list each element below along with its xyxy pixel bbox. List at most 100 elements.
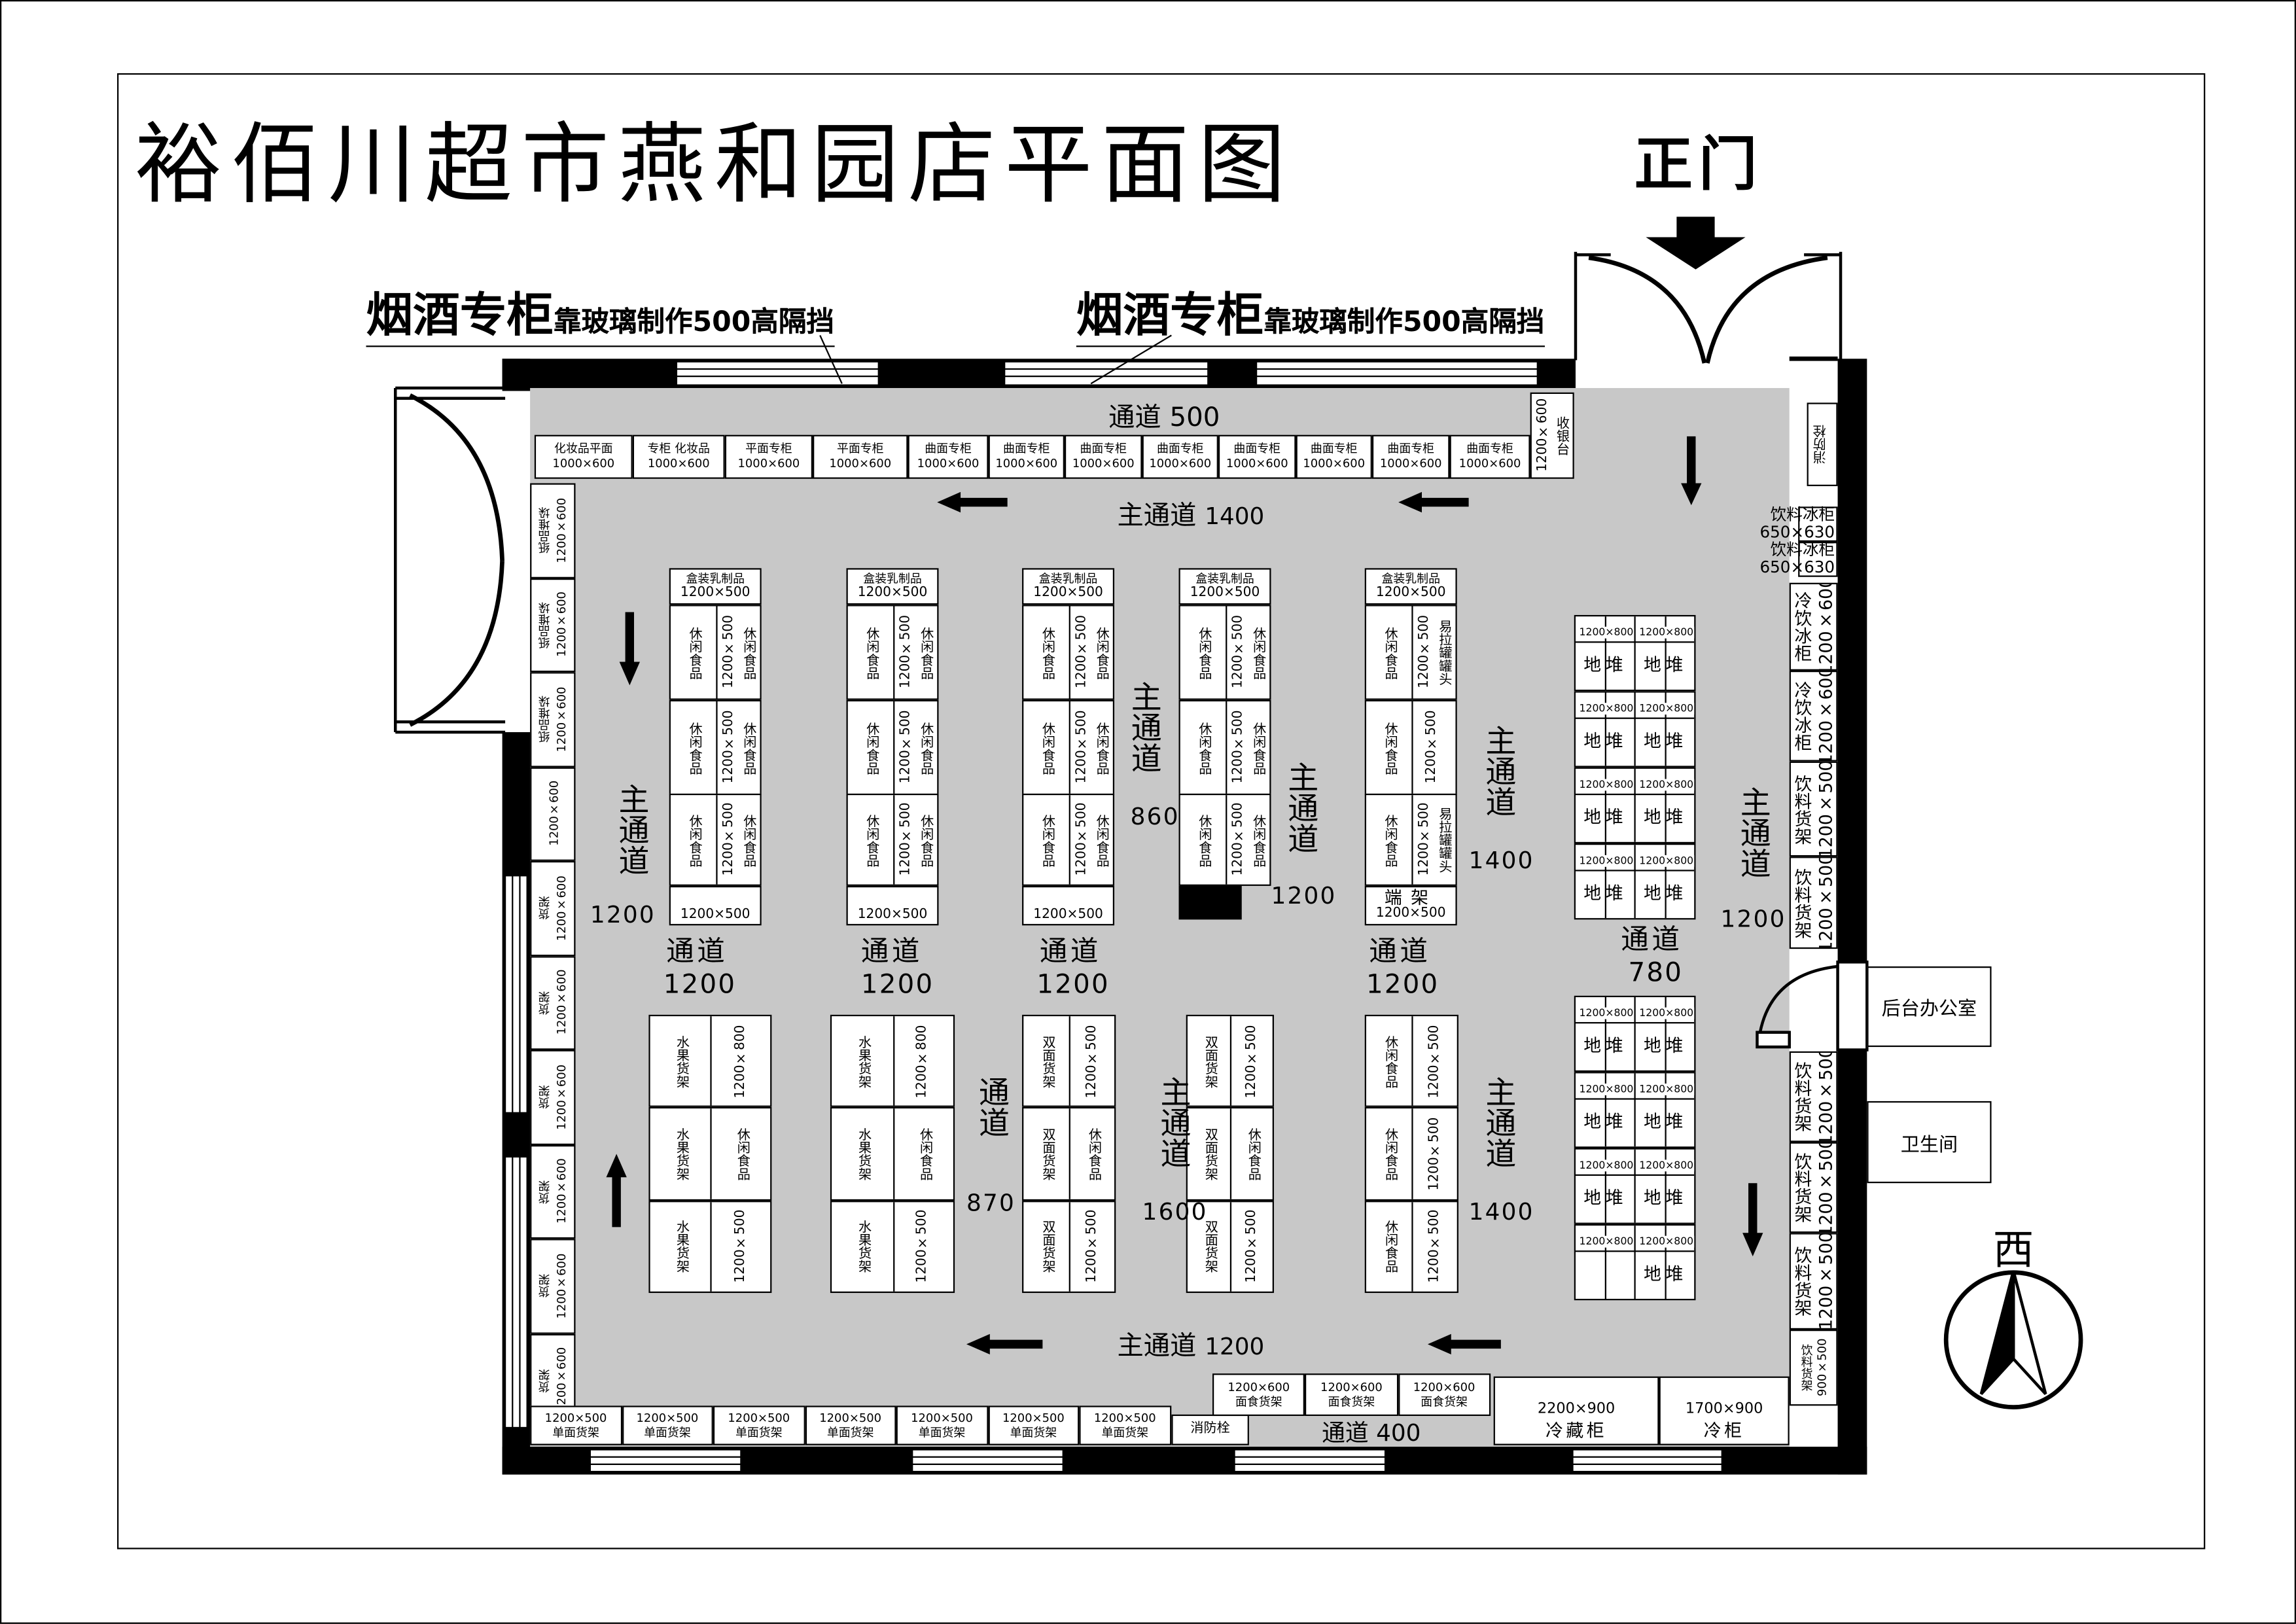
cell-right: 休闲食品 xyxy=(1229,1108,1273,1199)
tobacco-cabinet-name: 烟酒专柜 xyxy=(366,287,554,343)
cell-left-label: 休闲食品 xyxy=(863,626,879,679)
aisle-width: 1400 xyxy=(1468,846,1534,875)
cell-left-label: 休闲食品 xyxy=(1039,721,1054,774)
pile-size: 1200×800 xyxy=(1636,855,1695,867)
fridge-size: 1700×900 xyxy=(1685,1400,1763,1417)
footer-size: 1200×500 xyxy=(680,908,751,923)
cell-right: 1200×500 xyxy=(1069,1016,1114,1106)
pile-divider xyxy=(1665,845,1667,919)
cell-left-label: 休闲食品 xyxy=(1039,626,1054,679)
footer-size: 1200×500 xyxy=(1375,906,1446,921)
shelf-size: 1200×600 xyxy=(554,1347,568,1413)
shelf-name: 货架 xyxy=(537,991,550,1015)
cell-left-label: 双面货架 xyxy=(1039,1220,1055,1273)
cell-dim: 1200×500 xyxy=(1231,803,1246,877)
header-name: 盒装乳制品 xyxy=(1195,571,1254,586)
bottom-aisle: 通道 400 xyxy=(1248,1416,1494,1447)
arrow-up-icon xyxy=(606,1154,627,1227)
shelf-name: 单面货架 xyxy=(918,1425,966,1439)
cell-right: 1200×500 xyxy=(710,1201,770,1292)
counter-name: 曲面专柜 xyxy=(1310,442,1358,455)
pile-size: 1200×800 xyxy=(1577,1007,1636,1019)
shelf-name: 纸品堆垛 xyxy=(537,696,550,743)
cell-left-label: 休闲食品 xyxy=(1382,1220,1397,1273)
cell-left: 休闲食品 xyxy=(1180,606,1225,698)
cell-right-label: 易拉罐罐头 xyxy=(1436,807,1451,873)
cell-right-label: 休闲食品 xyxy=(740,626,756,679)
cell-dim: 1200×500 xyxy=(898,803,913,877)
cell-left-label: 水果货架 xyxy=(673,1034,688,1087)
shelf-size: 1200×600 xyxy=(554,592,568,658)
cell-dim: 1200×500 xyxy=(1417,803,1432,877)
cell-right-label: 休闲食品 xyxy=(740,721,756,774)
pile-label: 地堆 xyxy=(1644,1263,1688,1284)
counter-name: 曲面专柜 xyxy=(1466,442,1513,455)
shelf-name: 面食货架 xyxy=(1328,1394,1375,1408)
pile-size: 1200×800 xyxy=(1577,1159,1636,1172)
gondola-cell: 双面货架休闲食品 xyxy=(1022,1107,1116,1201)
aisle-width: 1400 xyxy=(1205,502,1265,531)
cell-right-label: 1200×500 xyxy=(1244,1209,1259,1284)
unit-name: 饮料货架 xyxy=(1800,1344,1814,1392)
cell-left: 休闲食品 xyxy=(1366,606,1411,698)
cell-left: 休闲食品 xyxy=(1180,795,1225,885)
aisle-width: 1200 xyxy=(860,969,934,1000)
counter-name: 曲面专柜 xyxy=(1233,442,1281,455)
arrow-left-icon xyxy=(966,1333,1043,1355)
gondola-footer: 1200×500 xyxy=(1022,885,1115,926)
cell-right: 1200×500 休闲食品 xyxy=(892,795,937,885)
shelf-name: 面食货架 xyxy=(1421,1394,1468,1408)
pile-size: 1200×800 xyxy=(1636,1159,1695,1172)
cell-left: 休闲食品 xyxy=(671,606,715,698)
aisle-name: 主通道 xyxy=(1127,680,1163,773)
tobacco-cabinet-note: 靠玻璃制作500高隔挡 xyxy=(1263,306,1545,338)
shelf-name: 面食货架 xyxy=(1235,1394,1282,1408)
pile-size: 1200×800 xyxy=(1636,1084,1695,1095)
cell-dim: 1200×500 xyxy=(1231,711,1246,785)
aisle-name: 主通道 xyxy=(1117,1331,1197,1362)
pile-size: 1200×800 xyxy=(1577,1235,1636,1248)
cell-left: 水果货架 xyxy=(832,1201,892,1291)
cell-left-label: 休闲食品 xyxy=(1195,813,1211,866)
pile-label: 地堆 xyxy=(1644,654,1688,675)
pile-size: 1200×800 xyxy=(1577,1084,1636,1095)
arrow-left-icon xyxy=(937,491,1008,513)
pile-label: 地堆 xyxy=(1644,1035,1688,1056)
cell-right: 1200×500 易拉罐罐头 xyxy=(1411,795,1455,885)
cell-right: 休闲食品 xyxy=(1069,1108,1114,1199)
cell-right-label: 休闲食品 xyxy=(917,813,932,866)
header-size: 1200×500 xyxy=(857,585,928,600)
drink-fridge xyxy=(1798,542,1838,577)
cell-left-label: 双面货架 xyxy=(1039,1127,1055,1180)
cashier-size: 1200×600 xyxy=(1536,398,1551,472)
cell-right-label: 休闲食品 xyxy=(917,626,932,679)
pile-divider xyxy=(1634,1149,1636,1223)
arrow-down-icon xyxy=(1742,1183,1763,1257)
back-office-room: 后台办公室 xyxy=(1867,966,1992,1048)
tobacco-leader-lines xyxy=(819,334,1172,385)
cell-right-label: 1200×500 xyxy=(733,1209,748,1284)
header-name: 盒装乳制品 xyxy=(1381,571,1440,586)
main-entrance-door xyxy=(1574,251,1843,364)
header-name: 盒装乳制品 xyxy=(686,571,745,586)
cell-left: 水果货架 xyxy=(832,1016,892,1106)
